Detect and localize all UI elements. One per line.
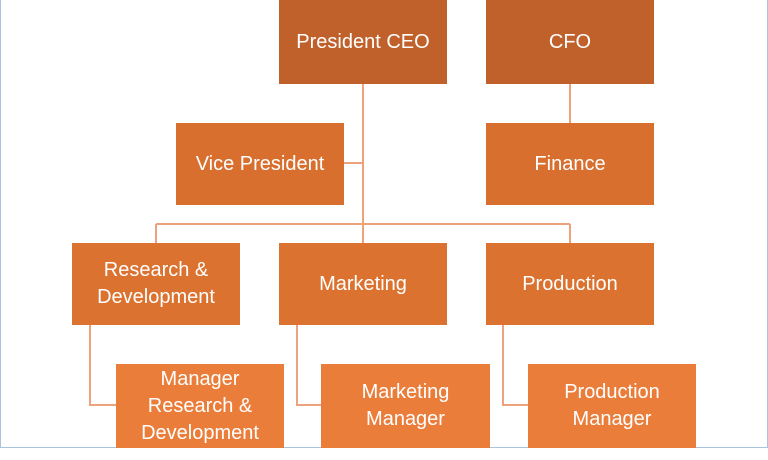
- research-development-label: Research & Development: [97, 259, 215, 308]
- production-manager-label: Production Manager: [564, 381, 660, 430]
- marketing-box: Marketing: [279, 243, 447, 325]
- marketing-manager-box: Marketing Manager: [321, 364, 490, 448]
- marketing-manager-elbow: [296, 325, 321, 406]
- production-manager-box: Production Manager: [528, 364, 696, 448]
- marketing-manager-label: Marketing Manager: [361, 381, 450, 430]
- vice-president-label: Vice President: [195, 152, 325, 175]
- research-development-box: Research & Development: [72, 243, 240, 325]
- cfo-label: CFO: [548, 30, 592, 53]
- marketing-label: Marketing: [319, 272, 407, 295]
- president-ceo-label: President CEO: [296, 30, 430, 53]
- finance-label: Finance: [534, 152, 606, 175]
- manager-research-development-label: Manager Research & Development: [141, 367, 259, 444]
- production-manager-elbow: [502, 325, 528, 406]
- president-ceo-box: President CEO: [279, 0, 447, 84]
- finance-box: Finance: [486, 123, 654, 205]
- production-box: Production: [486, 243, 654, 325]
- cfo-box: CFO: [486, 0, 654, 84]
- vice-president-box: Vice President: [176, 123, 344, 205]
- rd-manager-elbow: [89, 325, 116, 406]
- production-label: Production: [522, 272, 618, 295]
- manager-research-development-box: Manager Research & Development: [116, 364, 284, 448]
